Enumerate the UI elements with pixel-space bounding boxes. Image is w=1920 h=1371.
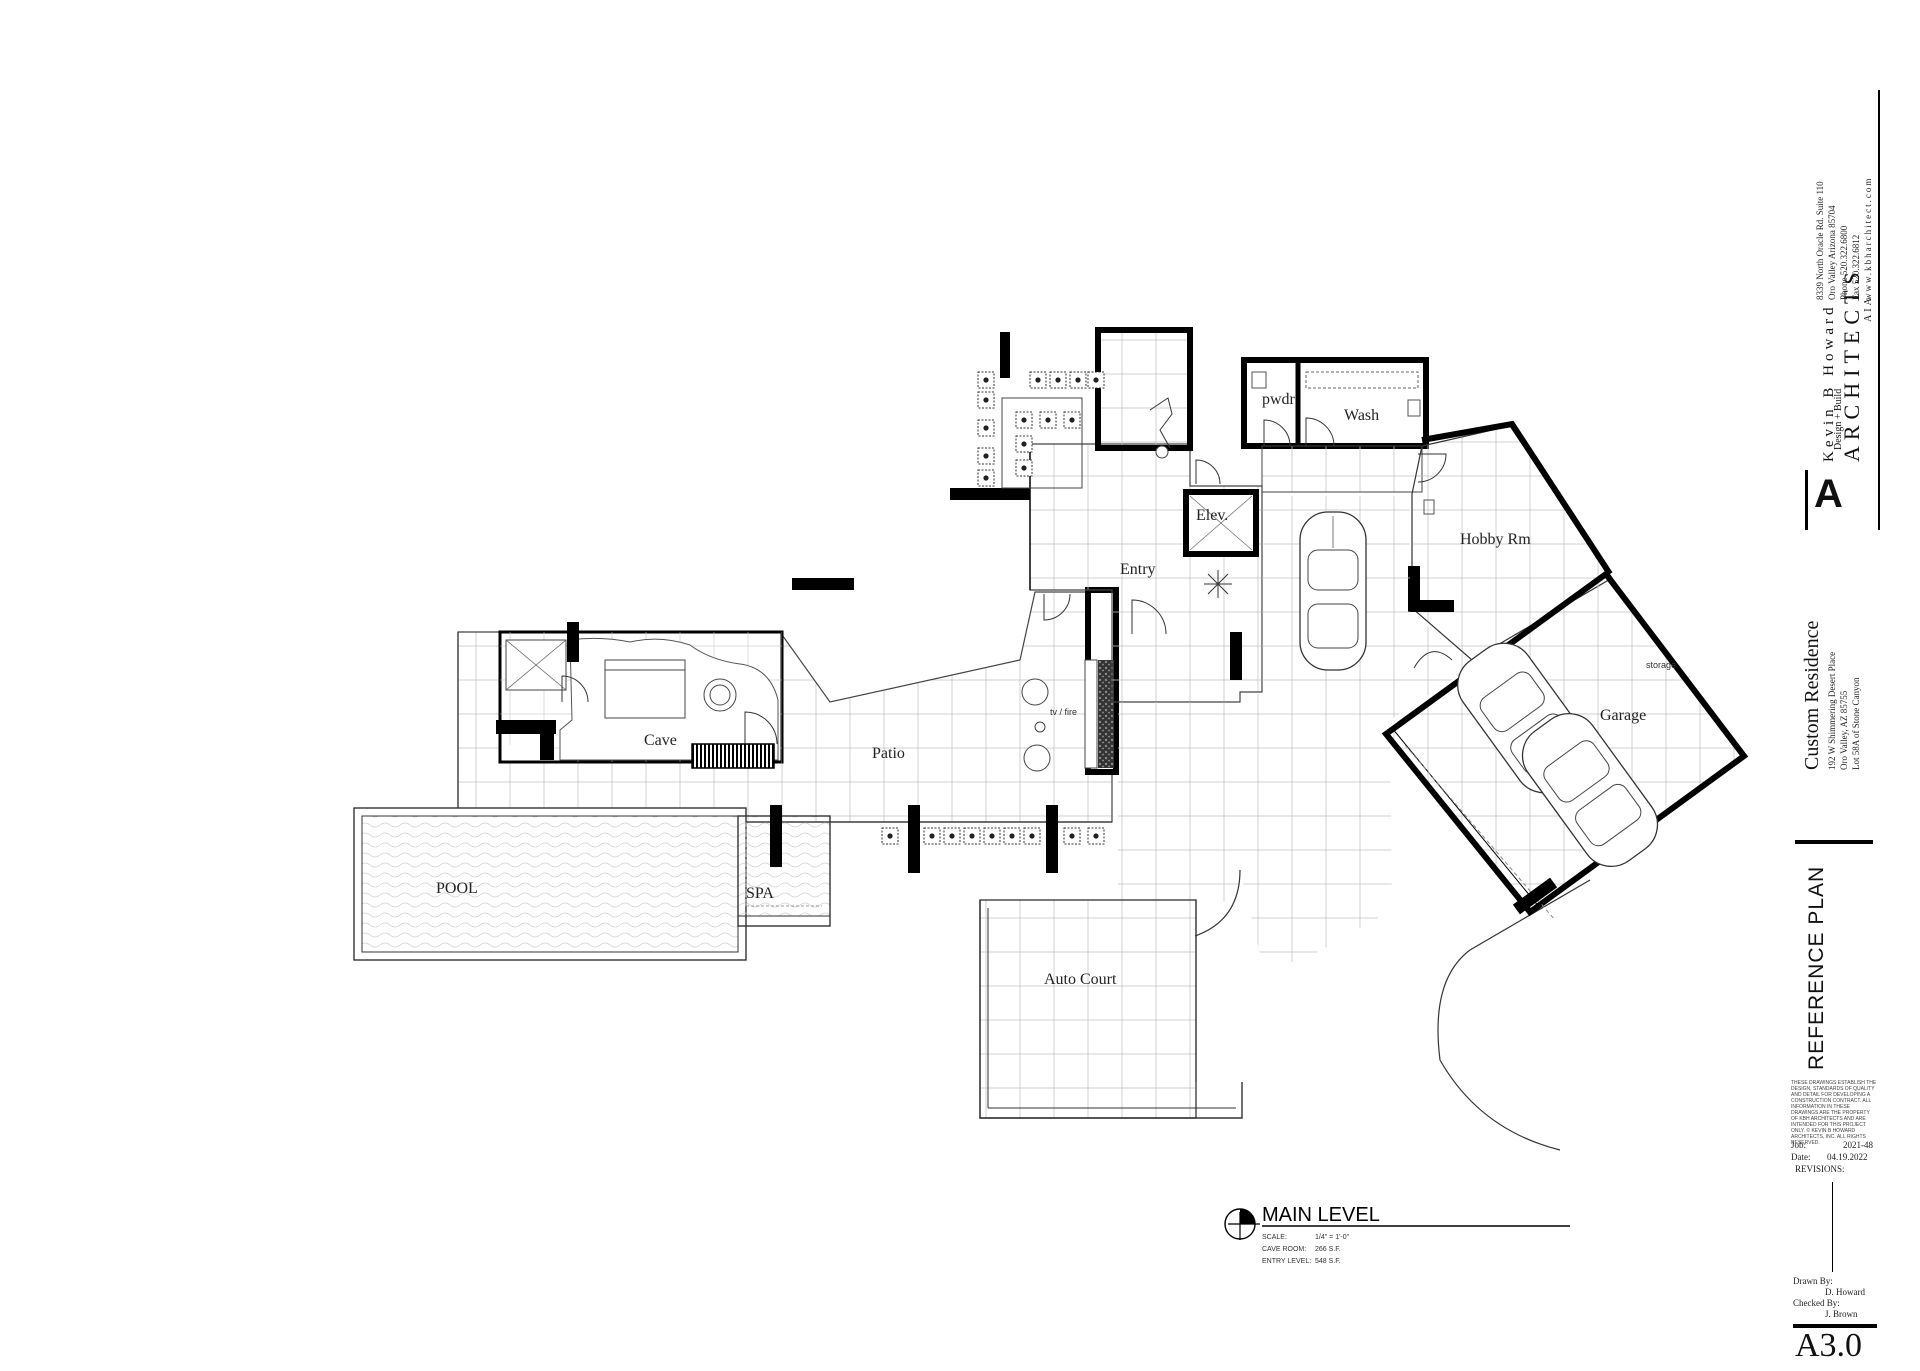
entry-level-label: ENTRY LEVEL: <box>1262 1258 1311 1265</box>
project-lot: Lot 58A of Stone Canyon <box>1851 677 1861 771</box>
project-city: Oro Valley, AZ 85755 <box>1839 690 1849 770</box>
job-row: Job: 2021-48 <box>1791 1140 1881 1151</box>
room-label-pwdr: pwdr <box>1262 391 1296 408</box>
garage: storage Garage <box>1381 569 1749 921</box>
floor-plan: Cave POOL SPA Patio tv / fire <box>353 327 1749 1265</box>
scale-label: SCALE: <box>1262 1234 1287 1241</box>
firm-address-line2: Oro Valley Arizona 85704 <box>1827 205 1837 300</box>
firm-logo-a-icon: A <box>1814 472 1843 516</box>
room-label-wash: Wash <box>1344 407 1379 424</box>
label-storage: storage <box>1646 660 1676 670</box>
firm-website: www.kbharchitect.com <box>1863 176 1873 300</box>
checked-by-value: J. Brown <box>1825 1309 1858 1319</box>
room-label-patio: Patio <box>872 745 905 762</box>
scale-value: 1/4" = 1'-0" <box>1315 1234 1350 1241</box>
checked-by-label: Checked By: <box>1793 1298 1840 1308</box>
date-label: Date: <box>1791 1152 1811 1162</box>
driveway <box>1118 496 1591 1151</box>
auto-court: Auto Court <box>979 899 1243 1119</box>
firm-fax: Fax 520.322.6812 <box>1851 234 1861 300</box>
drawing-title: MAIN LEVEL SCALE: 1/4" = 1'-0" CAVE ROOM… <box>1224 1204 1570 1265</box>
cave-room: Cave <box>496 622 784 770</box>
copyright-note: THESE DRAWINGS ESTABLISH THE DESIGN, STA… <box>1791 1080 1877 1146</box>
sheet-title: REFERENCE PLAN <box>1805 865 1828 1070</box>
sheet-title-rule <box>1795 840 1873 844</box>
pool-spa: POOL SPA <box>353 807 831 961</box>
entry-level-value: 548 S.F. <box>1315 1258 1341 1265</box>
date-row: Date: 04.19.2022 <box>1791 1152 1881 1163</box>
cave-room-label: CAVE ROOM: <box>1262 1246 1306 1253</box>
project-address: 192 W Shimmering Desert Place <box>1827 651 1837 770</box>
patio-pillars: Patio <box>770 745 1105 873</box>
sheet-number: A3.0 <box>1795 1327 1863 1364</box>
title-block: A Kevin B Howard ARCHITECTS Design + Bui… <box>1785 90 1915 1364</box>
room-label-entry: Entry <box>1120 561 1156 578</box>
room-label-cave: Cave <box>644 732 677 749</box>
firm-tagline: Design + Build <box>1833 388 1844 450</box>
room-label-spa: SPA <box>746 885 774 902</box>
project-title: Custom Residence <box>1801 620 1823 770</box>
room-label-auto-court: Auto Court <box>1044 971 1117 988</box>
drawn-by-value: D. Howard <box>1825 1287 1865 1297</box>
sheet-number-rule <box>1793 1324 1877 1328</box>
room-label-garage: Garage <box>1600 707 1646 724</box>
title-block-border <box>1878 90 1880 530</box>
powder-wash: pwdr Wash <box>1241 357 1429 449</box>
firm-phone: Phone 520.322.6800 <box>1839 225 1849 300</box>
drawing-title-text: MAIN LEVEL <box>1262 1204 1380 1226</box>
room-label-pool: POOL <box>436 880 478 897</box>
label-tv-fire: tv / fire <box>1050 707 1077 717</box>
revisions-line <box>1832 1182 1833 1272</box>
job-value: 2021-48 <box>1843 1140 1873 1150</box>
job-label: Job: <box>1791 1140 1807 1150</box>
firm-logo: A <box>1805 470 1843 530</box>
firm-address-line1: 8339 North Oracle Rd. Suite 110 <box>1815 181 1825 300</box>
date-value: 04.19.2022 <box>1827 1152 1868 1162</box>
hobby-room: Hobby Rm <box>1408 420 1613 661</box>
entry-area: Elev. Entry <box>950 327 1263 703</box>
cave-room-value: 266 S.F. <box>1315 1246 1341 1253</box>
room-label-elev: Elev. <box>1196 507 1228 524</box>
room-label-hobby: Hobby Rm <box>1460 531 1531 548</box>
revisions-label: REVISIONS: <box>1795 1164 1845 1174</box>
entry-planters <box>977 371 1105 489</box>
drawn-by-label: Drawn By: <box>1793 1276 1833 1286</box>
